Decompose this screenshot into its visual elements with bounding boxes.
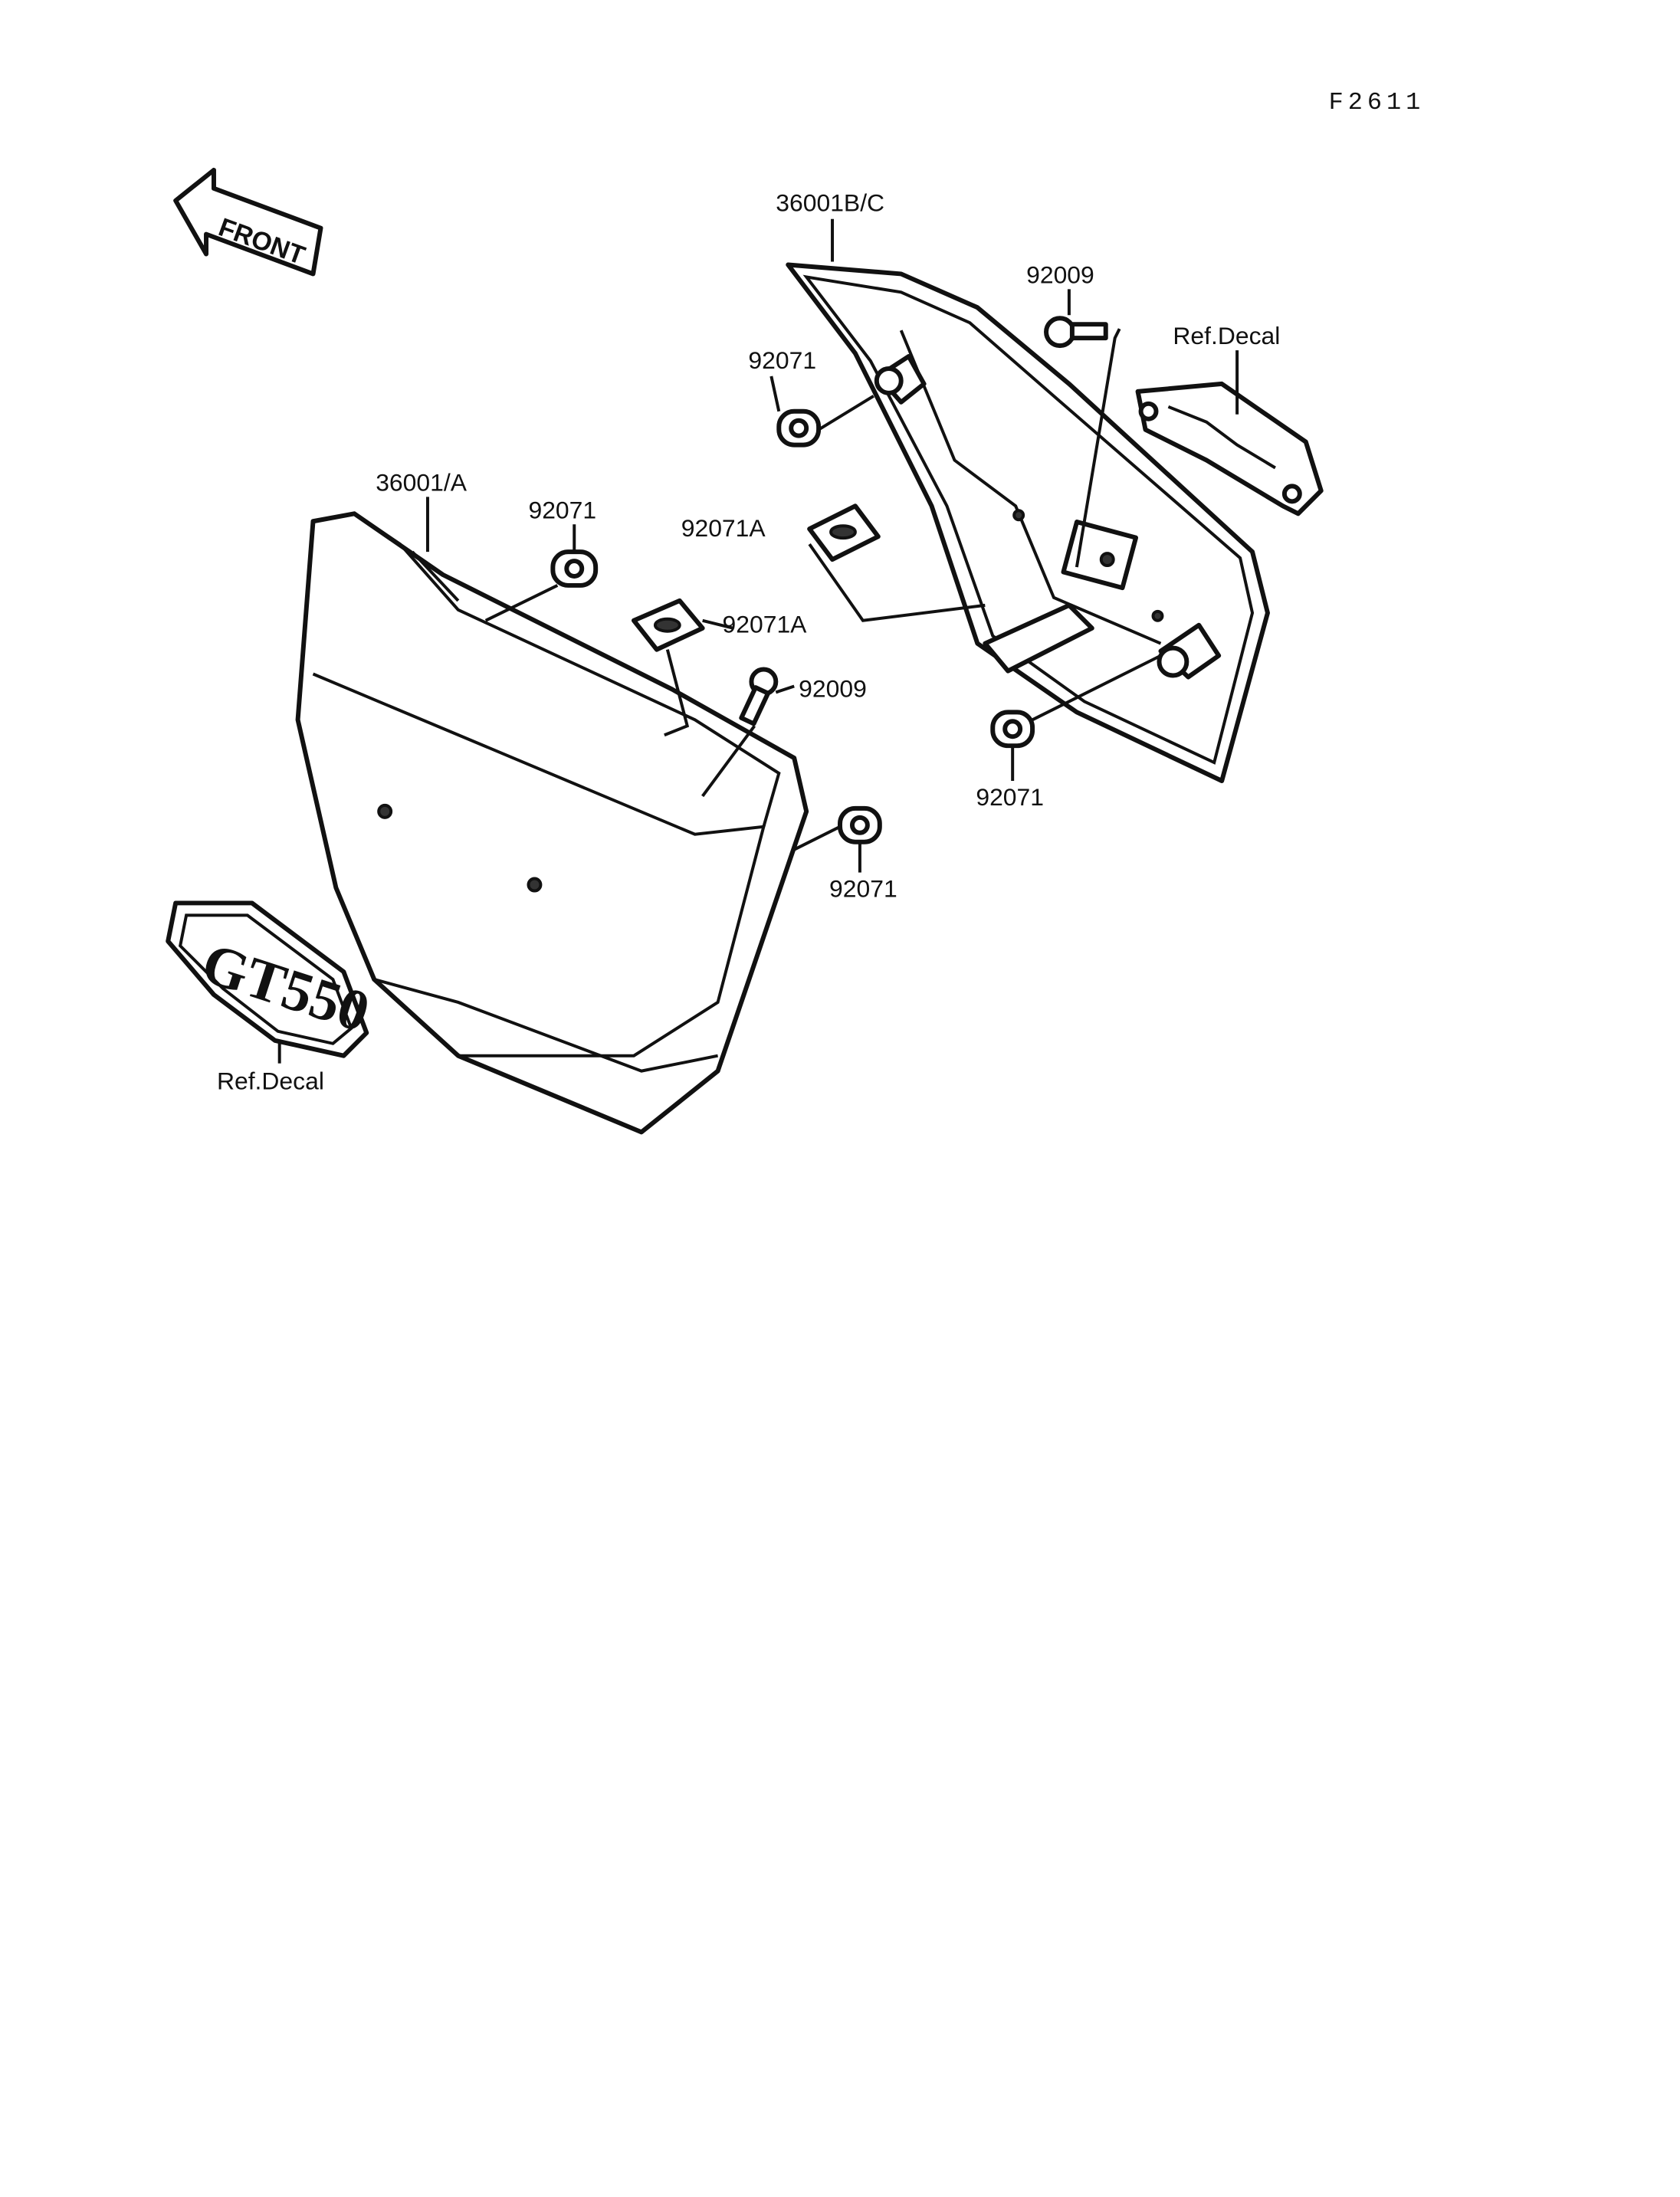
decal-top xyxy=(1135,381,1324,516)
callout-refdecal-bottom: Ref.Decal xyxy=(217,1067,324,1095)
damper-upper xyxy=(807,503,881,562)
side-cover-left xyxy=(295,511,809,1135)
callout-92009-top: 92009 xyxy=(1026,261,1094,288)
gt550-emblem: GT550 xyxy=(166,900,377,1058)
bolt-top xyxy=(1044,316,1108,349)
bolt-mid xyxy=(739,667,779,726)
grommet-left xyxy=(550,549,599,588)
callout-36001bc: 36001B/C xyxy=(776,189,884,217)
damper-lower xyxy=(631,598,705,652)
callout-92071a-upper: 92071A xyxy=(681,514,766,542)
callout-92071-right: 92071 xyxy=(976,783,1044,811)
grommet-right xyxy=(990,710,1035,749)
grommet-upper xyxy=(776,408,822,448)
front-arrow-icon: FRONT xyxy=(173,167,323,277)
callout-92071-upper: 92071 xyxy=(748,346,816,374)
side-cover-right xyxy=(786,262,1270,784)
leader-lines xyxy=(277,218,1239,1064)
callout-92071-left: 92071 xyxy=(528,496,596,523)
callout-92009-mid: 92009 xyxy=(799,674,867,702)
figure-id: F2611 xyxy=(1329,88,1426,116)
grommet-bottom xyxy=(838,805,882,844)
callout-92071a-lower: 92071A xyxy=(723,611,808,638)
callout-92071-bottom: 92071 xyxy=(829,874,897,902)
callout-36001a: 36001/A xyxy=(376,468,467,496)
callout-refdecal-top: Ref.Decal xyxy=(1173,322,1280,349)
